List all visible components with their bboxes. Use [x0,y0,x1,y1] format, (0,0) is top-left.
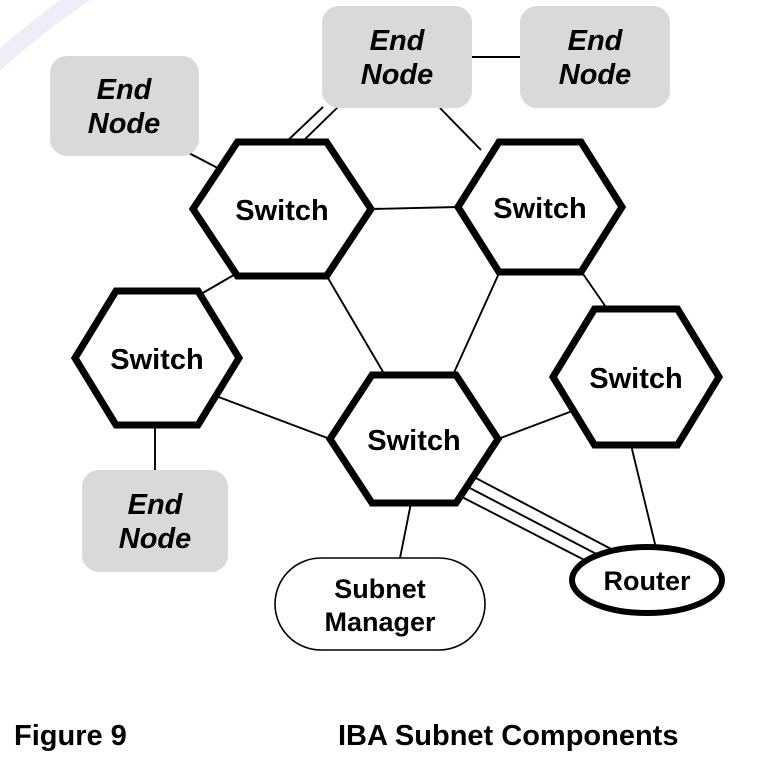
node-endnode-top2[interactable]: End Node [520,6,670,108]
link-switch-right-to-router [630,444,657,549]
endnode-topleft-shape[interactable] [50,56,199,156]
subnet-manager-shape[interactable] [274,557,486,651]
figure-caption-label: Figure 9 [14,720,127,752]
link-endnode-top1-to-switch-topright [439,107,482,151]
router-label: Router [604,566,691,596]
endnode-top1-shape[interactable] [322,6,472,108]
router-shape[interactable] [569,544,725,616]
subnet-manager-label-line1: Subnet [334,574,426,604]
switch-topleft-label: Switch [235,195,328,227]
endnode-topleft-label-line2: Node [88,108,161,140]
link-switch-topleft-to-switch-topright [370,206,459,210]
endnode-topleft-label-line1: End [97,74,153,106]
link-switch-topright-to-switch-center [451,270,501,378]
node-switch-right[interactable]: Switch [548,305,724,449]
node-switch-left[interactable]: Switch [70,287,244,429]
endnode-bottomleft-label-line1: End [128,489,184,521]
endnode-top2-label-line2: Node [559,59,632,91]
node-switch-topright[interactable]: Switch [453,138,627,276]
endnode-top1-label-line1: End [370,25,426,57]
node-router[interactable]: Router [569,544,725,616]
link-switch-topleft-to-switch-left [200,271,240,295]
endnode-top1-label-line2: Node [361,59,434,91]
endnode-top2-shape[interactable] [520,6,670,108]
switch-left-label: Switch [110,344,203,376]
switch-topleft-hexagon[interactable] [188,138,376,280]
node-endnode-top1[interactable]: End Node [322,6,472,108]
switch-center-label: Switch [367,425,460,457]
figure-caption-title: IBA Subnet Components [338,720,678,752]
endnode-top2-label-line1: End [568,25,624,57]
link-switch-center-to-router [459,475,616,568]
switch-right-label: Switch [589,363,682,395]
watermark-arc-decoration [0,0,92,72]
switch-right-hexagon[interactable] [548,305,724,449]
switch-topright-label: Switch [493,193,586,225]
switch-left-hexagon[interactable] [70,287,244,429]
link-switch-left-to-switch-center [215,395,331,440]
node-switch-topleft[interactable]: Switch [188,138,376,280]
node-endnode-bottomleft[interactable]: End Node [82,470,228,572]
node-subnet-manager[interactable]: Subnet Manager [274,557,486,651]
endnode-bottomleft-label-line2: Node [119,523,192,555]
link-switch-center-to-switch-right [497,409,576,440]
node-switch-center[interactable]: Switch [325,371,503,507]
switch-center-hexagon[interactable] [325,371,503,507]
switch-topright-hexagon[interactable] [453,138,627,276]
endnode-bottomleft-shape[interactable] [82,470,228,572]
node-endnode-topleft[interactable]: End Node [50,56,199,156]
link-switch-topleft-to-switch-center [324,272,387,378]
link-endnode-top1-to-switch-topleft [283,106,339,145]
link-switch-center-to-subnet-manager [399,502,412,559]
subnet-manager-label-line2: Manager [324,607,436,637]
